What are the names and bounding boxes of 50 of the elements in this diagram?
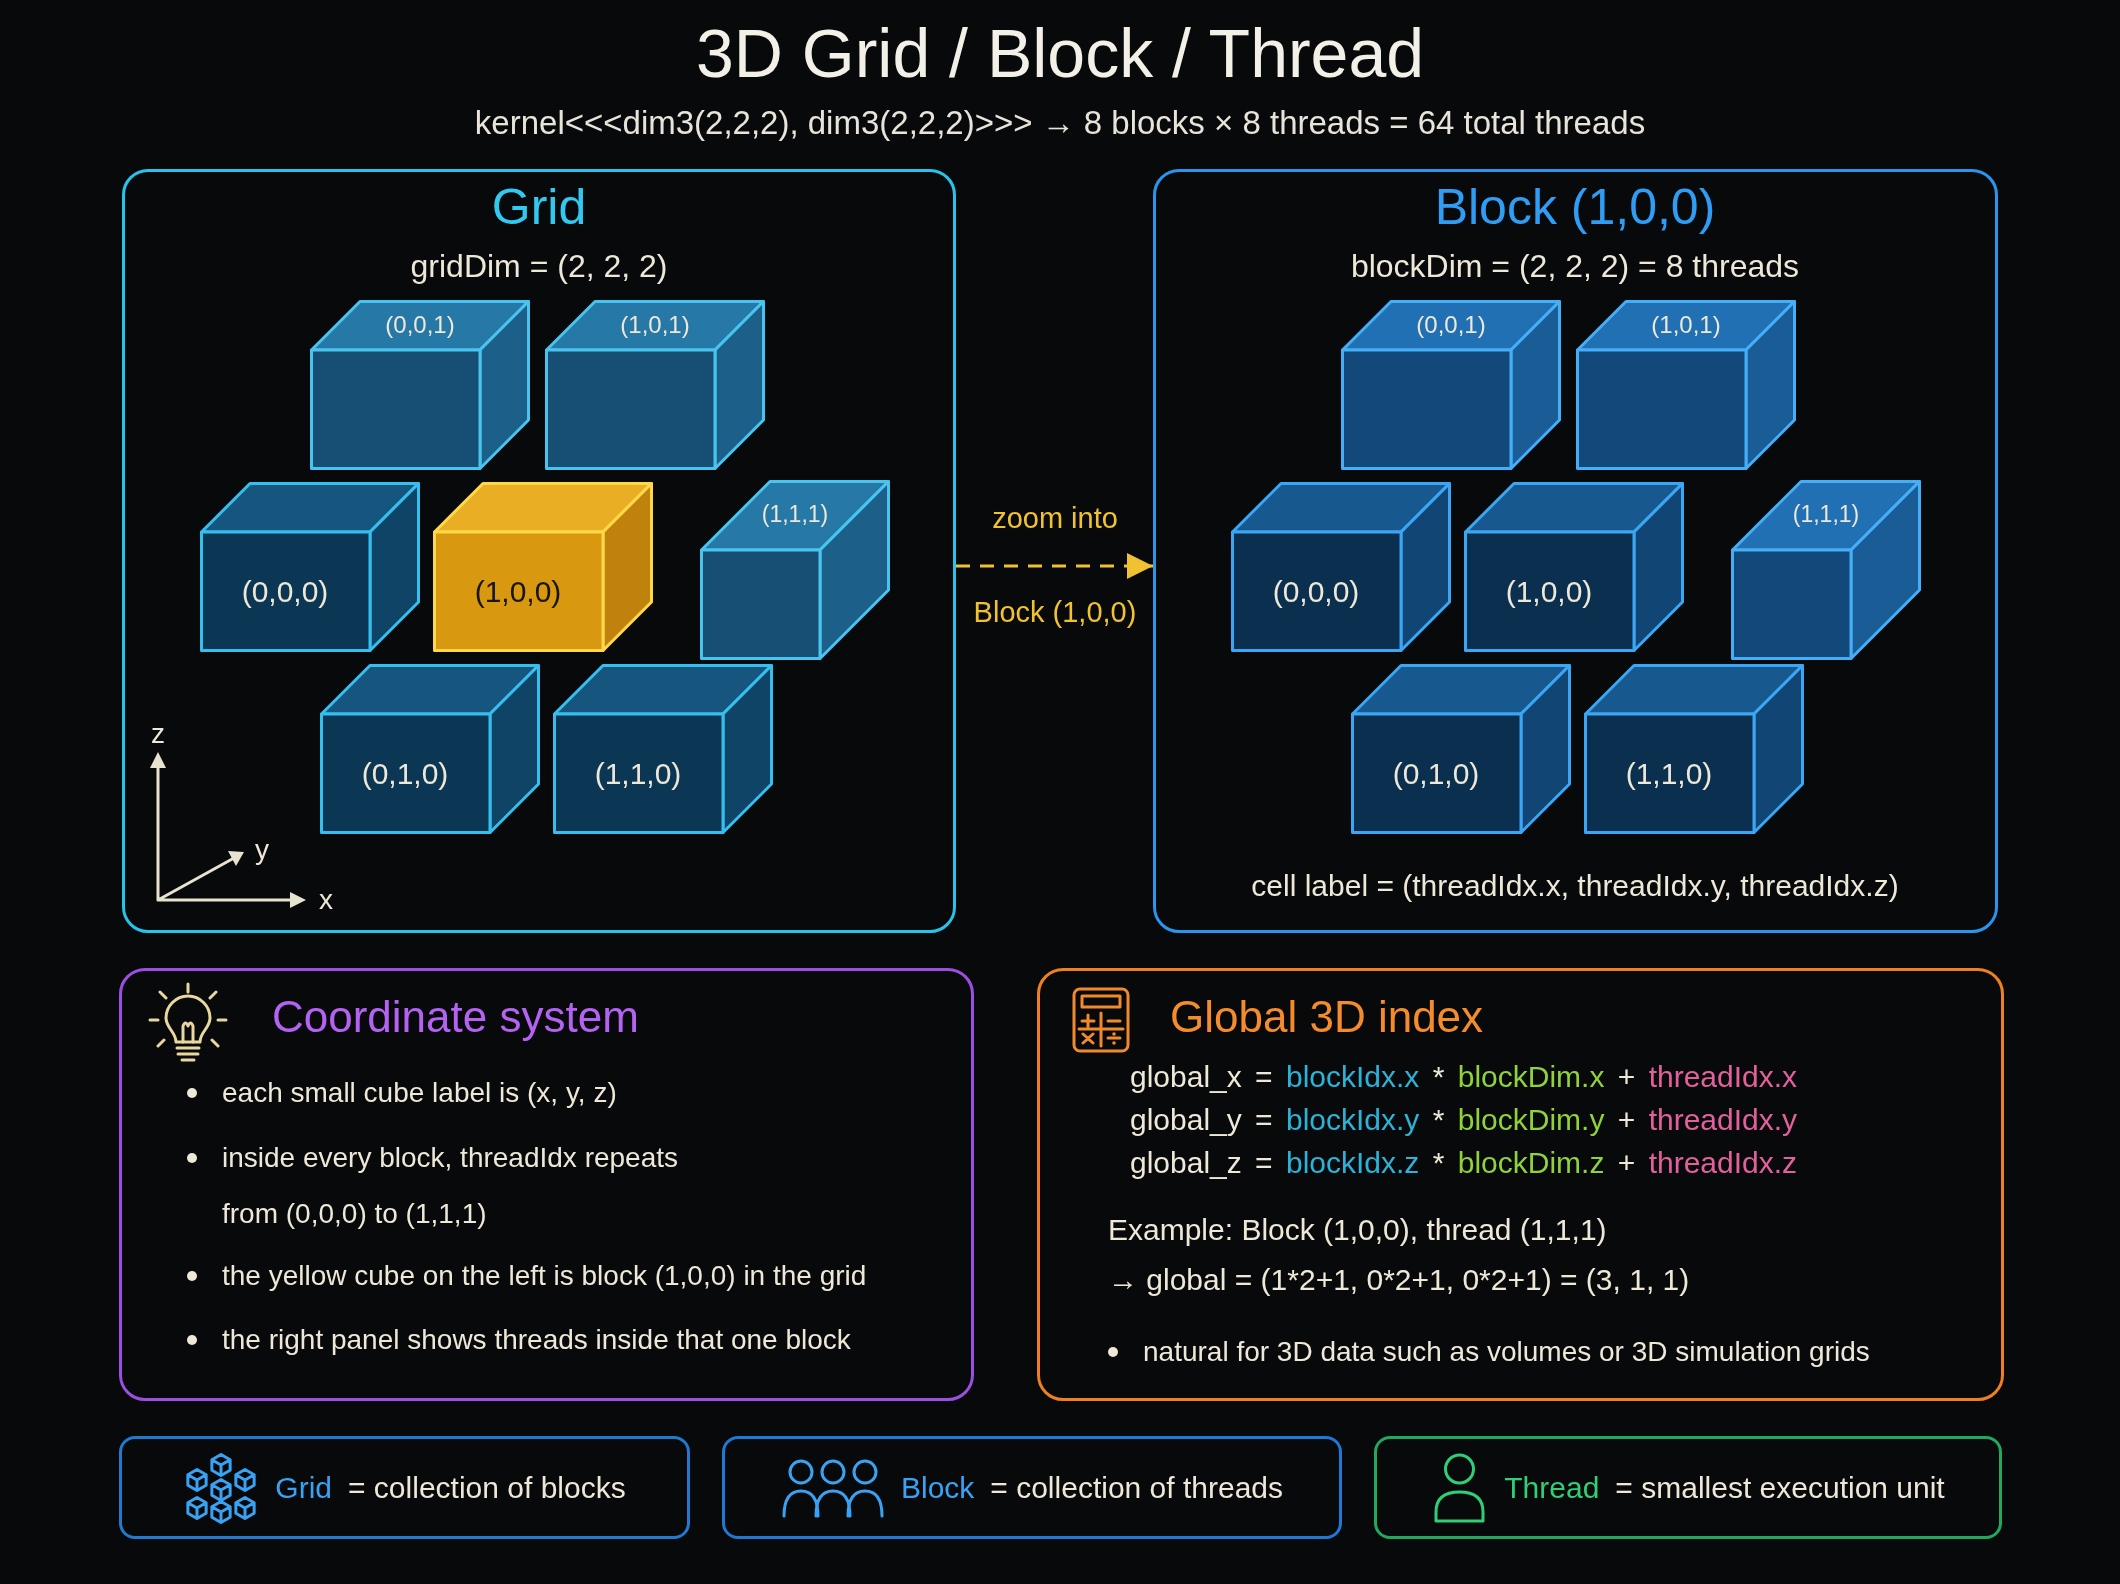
panel-title: Global 3D index [1170,990,1484,1043]
formula-panel [1037,968,2004,1401]
arrow-caption: Block (1,0,0) [973,594,1137,630]
panel-title: Grid [491,178,587,237]
definition-card [722,1436,1342,1539]
dashed-arrow [956,553,1153,579]
subtitle: kernel<<<dim3(2,2,2), dim3(2,2,2)>>> → 8 blocks × 8 threads = 64 total threads [474,103,1646,143]
bullet-text: the right panel shows threads inside that one block [222,1323,851,1357]
dimension-text: gridDim = (2, 2, 2) [410,246,668,286]
example-text: Example: Block (1,0,0), thread (1,1,1) [1108,1212,1607,1248]
formula-text: global_x = blockIdx.x * blockDim.x + threadIdx.x [1130,1059,1798,1095]
cube-label: (1,0,0) [474,574,562,610]
panel-title: Coordinate system [272,990,639,1043]
formula-text: global_y = blockIdx.y * blockDim.y + threadIdx.y [1130,1102,1798,1138]
caption-text: cell label = (threadIdx.x, threadIdx.y, threadIdx.z) [1251,868,1899,904]
formula-text: global_z = blockIdx.z * blockDim.z + threadIdx.z [1130,1145,1798,1181]
definition-card [1374,1436,2002,1539]
bullet-text: each small cube label is (x, y, z) [222,1076,617,1110]
cube-label: (0,0,0) [1272,574,1360,610]
block-panel [1153,169,1998,933]
dimension-text: blockDim = (2, 2, 2) = 8 threads [1350,246,1800,286]
cube-label: (0,1,0) [361,756,449,792]
cube-label: (0,0,1) [1416,310,1486,340]
cube-label: (1,1,1) [1792,501,1860,529]
bullet-text: inside every block, threadIdx repeats from (0,0,0) to (1,1,1) [222,1141,680,1231]
term-label: Thread [1504,1469,1600,1506]
definition-card [119,1436,690,1539]
definition-text: = collection of blocks [348,1469,626,1506]
title: 3D Grid / Block / Thread [695,14,1425,94]
definition-text: = smallest execution unit [1615,1469,1945,1506]
cube-label: (1,0,1) [1651,310,1721,340]
term-label: Grid [275,1469,332,1506]
cube-label: (1,1,0) [594,756,682,792]
axis-label: z [151,717,165,751]
cube-label: (0,1,0) [1392,756,1480,792]
cube-label: (1,1,1) [761,501,829,529]
cube-label: (0,0,0) [241,574,329,610]
cube-label: (1,0,0) [1505,574,1593,610]
grid-panel [122,169,956,933]
term-label: Block [900,1469,975,1506]
panel-title: Block (1,0,0) [1434,178,1716,237]
cube-label: (1,1,0) [1625,756,1713,792]
definition-text: = collection of threads [990,1469,1283,1506]
example-text: → global = (1*2+1, 0*2+1, 0*2+1) = (3, 1, 1) [1108,1262,1690,1298]
bullet-text: the yellow cube on the left is block (1,0,0) in the grid [222,1259,867,1293]
cube-label: (1,0,1) [620,310,690,340]
bullet-text: natural for 3D data such as volumes or 3D simulation grids [1143,1335,1870,1369]
info-panel [119,968,974,1401]
axis-label: x [319,883,333,917]
cube-label: (0,0,1) [385,310,455,340]
